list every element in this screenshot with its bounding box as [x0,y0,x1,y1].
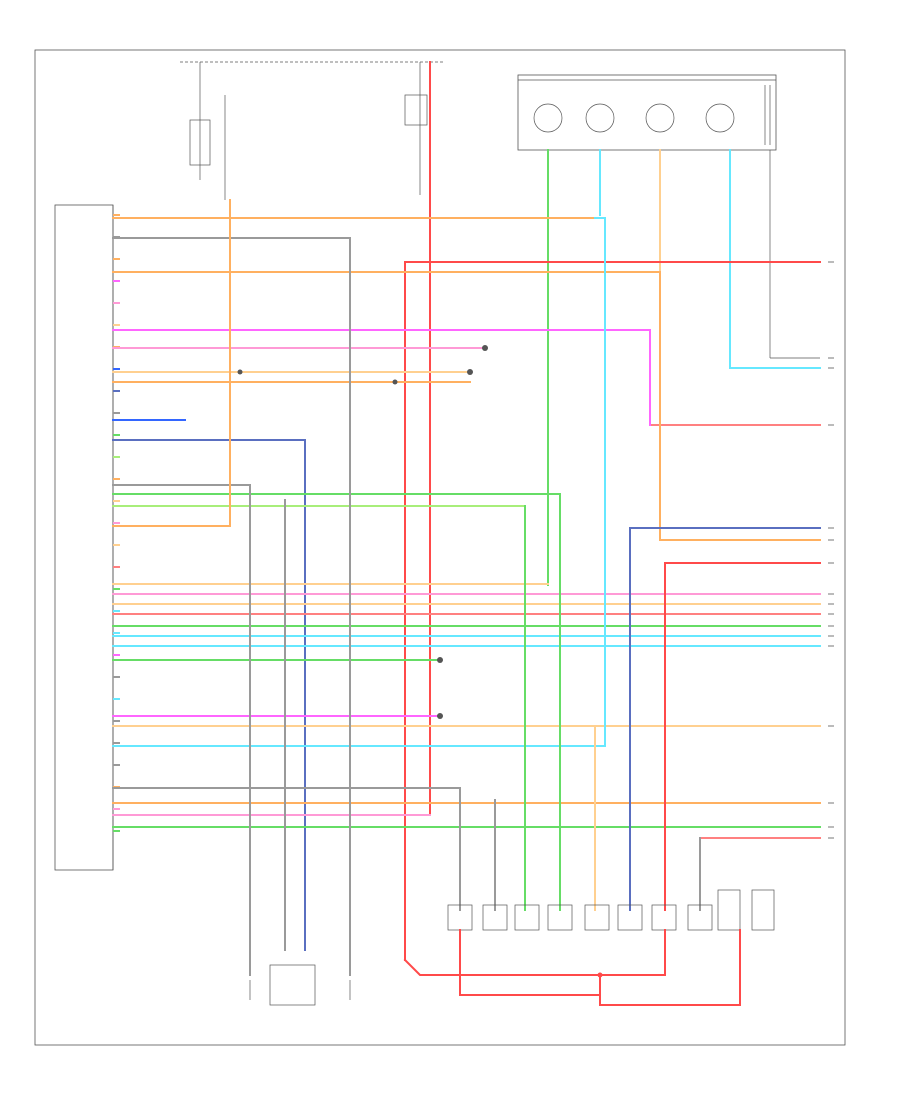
bottom-left-components [249,964,351,1006]
transmission-solenoid-block [517,74,777,151]
pcm-connector [54,204,120,871]
pcm-pin-list [113,214,120,832]
right-connector-ticks [828,261,834,839]
ignition-switch-area [180,61,445,200]
diagram-frame [34,49,846,1046]
solenoid-pack [447,889,775,931]
